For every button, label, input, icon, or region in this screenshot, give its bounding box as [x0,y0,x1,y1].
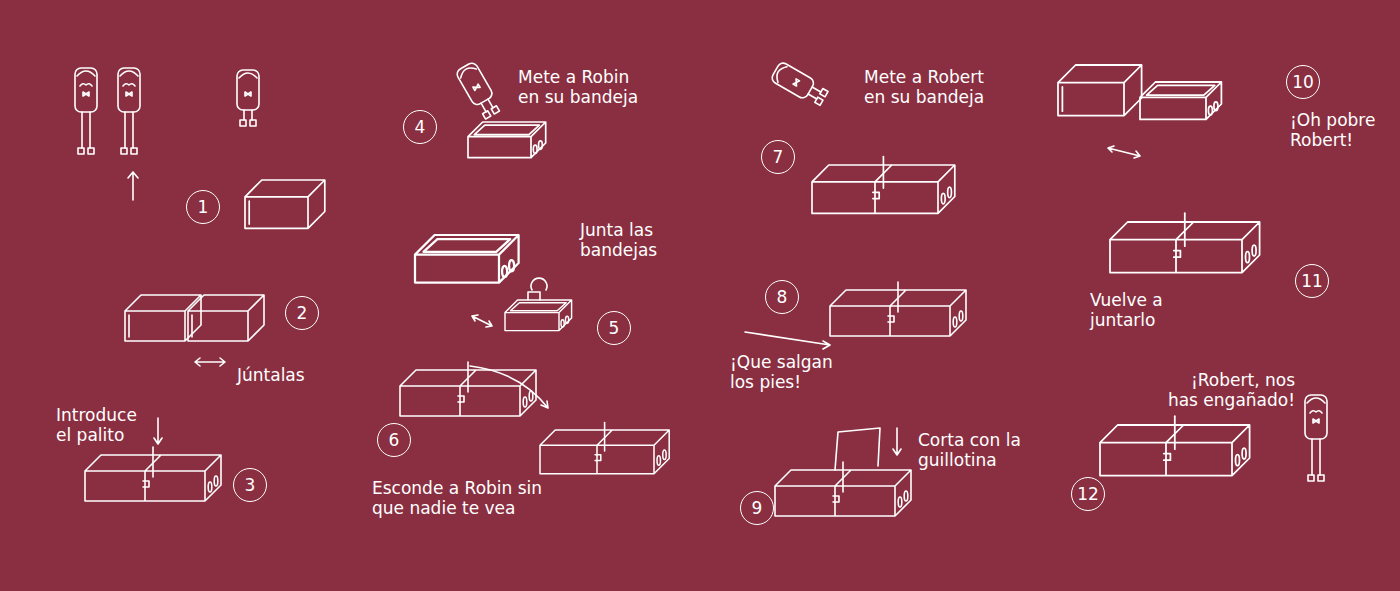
step-number: 10 [1292,74,1314,91]
step-number-circle: 8 [765,280,799,314]
instruction-text: Esconde a Robin sin que nadie te vea [372,478,562,519]
step-number-circle: 11 [1295,264,1329,298]
step-number-circle: 4 [403,110,437,144]
step-number: 6 [389,432,400,449]
step-number-circle: 9 [740,491,774,525]
step-number: 7 [773,149,784,166]
step-number-circle: 7 [761,140,795,174]
step-number-circle: 12 [1071,477,1105,511]
step-number-circle: 1 [186,190,220,224]
step-number: 1 [198,199,209,216]
instruction-text: Corta con la guillotina [918,430,1036,471]
step-number: 5 [609,320,620,337]
instruction-text: ¡Robert, nos has engañado! [1163,370,1295,411]
instruction-text: ¡Oh pobre Robert! [1290,110,1386,151]
step-number: 9 [752,500,763,517]
instruction-text: Mete a Robert en su bandeja [864,67,999,108]
step-number-circle: 10 [1286,65,1320,99]
step-number-circle: 2 [285,296,319,330]
instruction-text: Junta las bandejas [580,220,676,261]
step-number: 8 [777,289,788,306]
step-number: 2 [297,305,308,322]
step-number: 11 [1301,273,1323,290]
step-number: 12 [1077,486,1099,503]
step-number: 3 [245,477,256,494]
instruction-text: Júntalas [237,365,327,385]
instruction-text: Mete a Robin en su bandeja [518,67,653,108]
instruction-text: ¡Que salgan los pies! [730,352,842,393]
step-number: 4 [415,119,426,136]
step-number-circle: 5 [597,311,631,345]
step-number-circle: 6 [377,423,411,457]
instruction-text: Introduce el palito [56,405,148,446]
instruction-text: Vuelve a juntarlo [1090,290,1180,331]
step-number-circle: 3 [233,468,267,502]
